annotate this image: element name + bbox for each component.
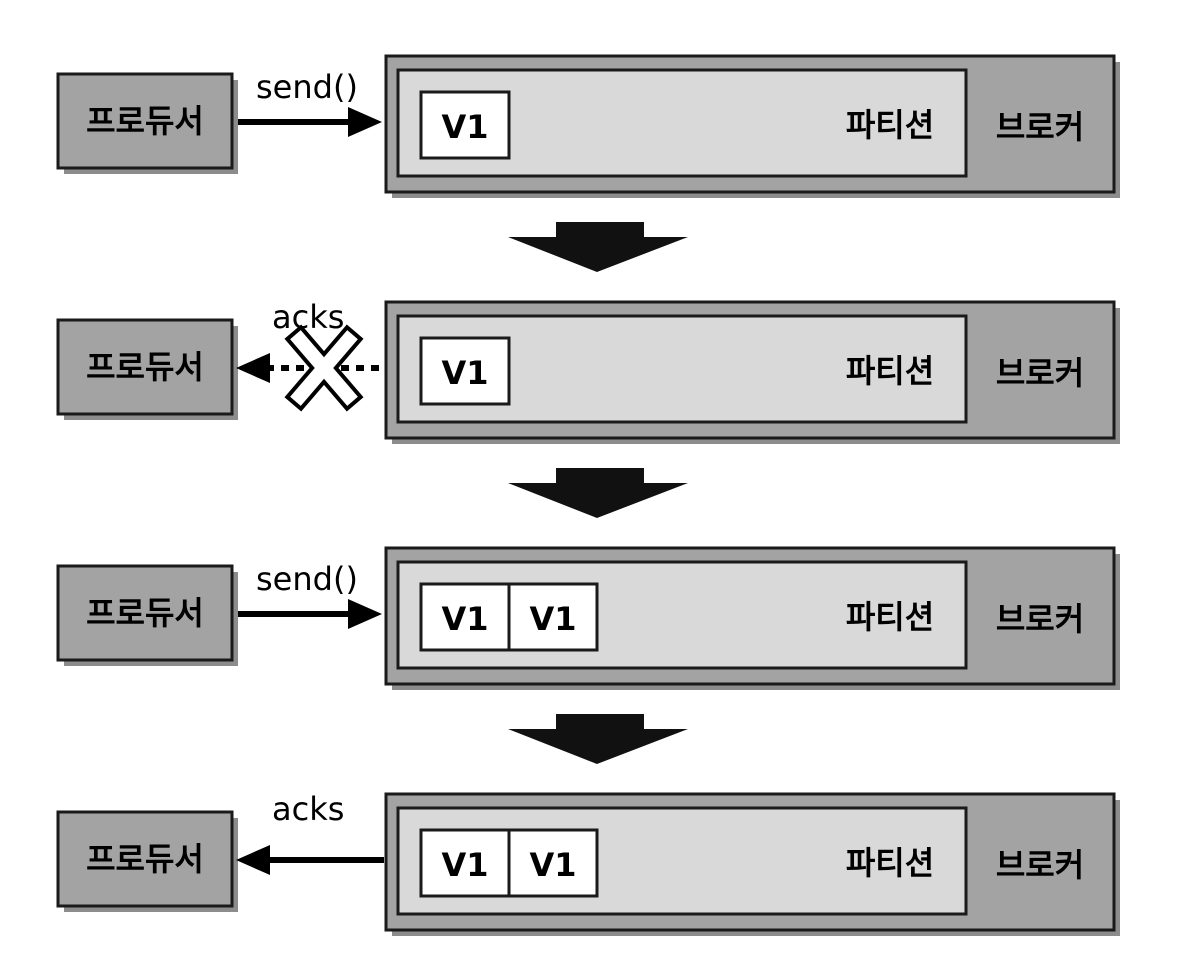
arrow-head-icon — [236, 353, 270, 383]
arrow-head-icon — [348, 599, 382, 629]
connector: send() — [238, 560, 382, 629]
producer-box-frame — [56, 72, 234, 170]
message-record: V1 — [419, 582, 511, 652]
partition-box: 파티션 V1 V1 — [396, 806, 968, 916]
partition-label: 파티션 — [846, 598, 934, 636]
partition-label: 파티션 — [846, 106, 934, 144]
step-transition-arrow — [508, 714, 688, 764]
broker-label: 브로커 — [996, 354, 1084, 392]
producer-label: 프로듀서 — [86, 348, 204, 386]
connector-label: acks — [272, 790, 344, 828]
x-mark-stroke-fill — [290, 330, 358, 406]
producer-box-frame — [56, 564, 234, 662]
partition-label: 파티션 — [846, 844, 934, 882]
down-arrow-icon — [508, 222, 688, 272]
message-label: V1 — [441, 354, 488, 392]
connector: send() — [238, 68, 382, 137]
message-frame — [507, 582, 599, 652]
partition-box: 파티션 V1 V1 — [396, 560, 968, 670]
broker-box: 브로커 파티션 V1 V1 — [384, 546, 1120, 690]
step-row: 프로듀서 브로커 파티션 V1 V1 send() — [56, 546, 1120, 690]
down-arrow-icon — [508, 714, 688, 764]
producer-label: 프로듀서 — [86, 102, 204, 140]
broker-box: 브로커 파티션 V1 V1 — [384, 792, 1120, 936]
producer-label: 프로듀서 — [86, 594, 204, 632]
connector-label: send() — [256, 68, 358, 106]
arrow-head-icon — [236, 845, 270, 875]
step-row: 프로듀서 브로커 파티션 V1 send() — [56, 54, 1120, 198]
message-frame — [419, 582, 511, 652]
connector-label: acks — [272, 298, 344, 336]
step-row: 프로듀서 브로커 파티션 V1 V1 acks — [56, 790, 1120, 936]
arrow-head-icon — [348, 107, 382, 137]
message-label: V1 — [441, 108, 488, 146]
producer-box-frame — [56, 810, 234, 908]
producer-box: 프로듀서 — [56, 318, 238, 420]
broker-label: 브로커 — [996, 846, 1084, 884]
step-transition-arrow — [508, 222, 688, 272]
message-record: V1 — [507, 582, 599, 652]
connector-label: send() — [256, 560, 358, 598]
step-row: 프로듀서 브로커 파티션 V1 acks — [56, 298, 1120, 444]
message-record: V1 — [419, 336, 511, 406]
message-record: V1 — [419, 828, 511, 898]
step-transition-arrow — [508, 468, 688, 518]
broker-label: 브로커 — [996, 600, 1084, 638]
producer-label: 프로듀서 — [86, 840, 204, 878]
message-frame — [419, 336, 511, 406]
message-label: V1 — [441, 600, 488, 638]
broker-box: 브로커 파티션 V1 — [384, 300, 1120, 444]
broker-label: 브로커 — [996, 108, 1084, 146]
producer-box: 프로듀서 — [56, 810, 238, 912]
connector: acks — [236, 298, 384, 412]
message-frame — [419, 90, 511, 160]
broker-box: 브로커 파티션 V1 — [384, 54, 1120, 198]
down-arrow-icon — [508, 468, 688, 518]
message-record: V1 — [507, 828, 599, 898]
partition-box: 파티션 V1 — [396, 314, 968, 424]
producer-box-frame — [56, 318, 234, 416]
partition-box: 파티션 V1 — [396, 68, 968, 178]
message-frame — [507, 828, 599, 898]
producer-box: 프로듀서 — [56, 564, 238, 666]
message-label: V1 — [529, 846, 576, 884]
message-label: V1 — [529, 600, 576, 638]
producer-box: 프로듀서 — [56, 72, 238, 174]
partition-label: 파티션 — [846, 352, 934, 390]
message-label: V1 — [441, 846, 488, 884]
connector: acks — [236, 790, 384, 875]
x-mark-icon — [284, 324, 364, 412]
message-record: V1 — [419, 90, 511, 160]
